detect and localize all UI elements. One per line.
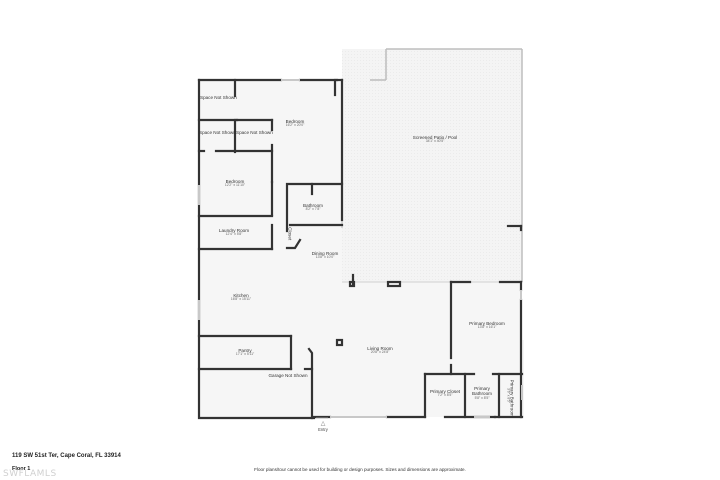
room-label-bedroom-1: Bedroom 16'2" x 20'0" <box>285 119 305 128</box>
entry-label: Entry <box>318 427 328 432</box>
room-label-primary-bathroom: Primary Bathroom 5'8" x 8'5" <box>472 386 492 400</box>
room-label-laundry-room: Laundry Room 12'4" x 5'8" <box>218 228 250 237</box>
room-label-bedroom-2: Bedroom 12'2" x 11'10" <box>224 179 246 188</box>
room-label-closet: Closet <box>287 227 293 241</box>
room-label-living-room: Living Room 20'8" x 24'8" <box>367 346 393 355</box>
property-address: 119 SW 51st Ter, Cape Coral, FL 33914 <box>12 453 121 459</box>
room-label-space-not-shown-3: Space Not Shown <box>236 130 273 135</box>
floor-label: Floor 1 <box>12 466 31 472</box>
room-label-dining-room: Dining Room 13'8" x 10'0" <box>311 251 339 260</box>
room-label-space-not-shown-2: Space Not Shown <box>199 130 236 135</box>
screened-patio-area <box>341 48 523 283</box>
room-label-pantry: Pantry 17'1" x 5'11" <box>235 348 255 357</box>
room-label-screened-patio-pool: Screened Patio / Pool 34'1" x 40'5" <box>412 135 458 144</box>
room-label-garage-not-shown: Garage Not Shown <box>268 373 308 378</box>
disclaimer-text: Floor plans/tour cannot be used for buil… <box>254 467 466 472</box>
room-label-primary-bedroom: Primary Bedroom 13'8" x 16'1" <box>469 321 505 330</box>
mls-watermark: SWFLAMLS <box>3 469 57 479</box>
room-label-kitchen: Kitchen 16'8" x 15'11" <box>230 293 252 302</box>
room-label-primary-closet: Primary Closet 7'2" x 8'5" <box>429 389 461 398</box>
entry-arrow-icon: △ <box>320 421 326 427</box>
room-label-space-not-shown-1: Space Not Shown <box>200 95 237 100</box>
entry-marker: △ Entry <box>312 421 334 432</box>
windows <box>198 79 523 418</box>
walls <box>197 78 524 420</box>
room-label-primary-bathroom-2: Primary Bathroom 3'6" x 8'5" <box>506 379 515 417</box>
room-label-bathroom: Bathroom 8'2" x 7'8" <box>303 203 323 212</box>
